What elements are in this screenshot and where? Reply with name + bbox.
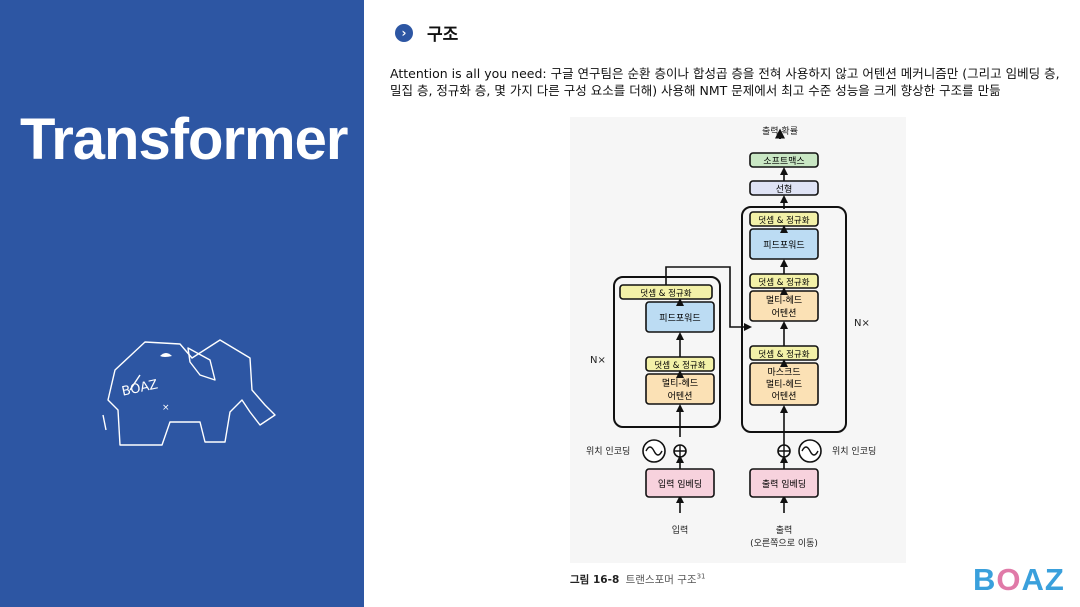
description-text: Attention is all you need: 구글 연구팀은 순환 층이… <box>390 66 1060 98</box>
encoder-pos-encoding-label: 위치 인코딩 <box>586 445 630 457</box>
softmax-label: 소프트맥스 <box>763 156 804 167</box>
inputs-label: 입력 <box>672 524 689 536</box>
logo-text-1: B <box>973 562 997 597</box>
encoder-nx-label: N× <box>590 355 606 366</box>
decoder-nx-label: N× <box>854 318 870 329</box>
encoder-add-norm-1-label: 덧셈 & 정규화 <box>654 360 705 371</box>
boaz-logo: BOAZ <box>973 562 1065 598</box>
logo-text-3: AZ <box>1021 562 1065 597</box>
caption-title: 트랜스포머 구조 <box>625 574 697 586</box>
decoder-add-norm-3-label: 덧셈 & 정규화 <box>758 215 809 226</box>
encoder-mha-line2: 어텐션 <box>668 391 693 402</box>
section-title: 구조 <box>427 25 459 45</box>
slide-title: Transformer <box>20 107 348 172</box>
decoder-add-norm-2-label: 덧셈 & 정규화 <box>758 277 809 288</box>
caption-ref: 31 <box>696 572 706 581</box>
figure-background <box>570 117 906 563</box>
logo-text-2: O <box>996 562 1022 597</box>
linear-label: 선형 <box>776 184 793 195</box>
input-embedding-label: 입력 임베딩 <box>658 478 702 490</box>
encoder-mha-line1: 멀티-헤드 <box>662 377 698 389</box>
encoder-add-norm-2-label: 덧셈 & 정규화 <box>640 288 691 299</box>
outputs-label: 출력 <box>776 524 793 536</box>
masked-line3: 어텐션 <box>772 391 797 402</box>
decoder-pos-encoding-label: 위치 인코딩 <box>832 445 876 457</box>
transformer-diagram: 출력 확률 소프트맥스 선형 덧셈 & 정규화 피드포워드 덧셈 & 정규화 멀… <box>570 117 906 563</box>
title-panel: Transformer BOAZ × <box>0 0 364 607</box>
output-embedding-label: 출력 임베딩 <box>762 478 806 490</box>
decoder-feed-forward-label: 피드포워드 <box>763 240 804 251</box>
outputs-shifted-label: (오른쪽으로 이동) <box>750 538 818 549</box>
decoder-mha-line1: 멀티-헤드 <box>766 294 802 306</box>
caption-label: 그림 16-8 <box>570 574 620 586</box>
masked-line2: 멀티-헤드 <box>766 378 802 390</box>
svg-text:×: × <box>162 403 170 413</box>
output-embedding-box <box>749 468 819 498</box>
figure-caption: 그림 16-8 트랜스포머 구조31 <box>570 572 706 587</box>
output-prob-label: 출력 확률 <box>762 125 798 137</box>
encoder-feed-forward-label: 피드포워드 <box>659 313 700 324</box>
input-embedding-box <box>645 468 715 498</box>
elephant-label: BOAZ <box>121 377 160 399</box>
chevron-right-icon: › <box>395 23 413 42</box>
section-header: › 구조 <box>395 20 458 45</box>
boaz-elephant-icon: BOAZ × <box>102 339 276 446</box>
decoder-add-norm-1-label: 덧셈 & 정규화 <box>758 349 809 360</box>
masked-line1: 마스크드 <box>767 367 800 378</box>
decoder-mha-line2: 어텐션 <box>772 308 797 319</box>
